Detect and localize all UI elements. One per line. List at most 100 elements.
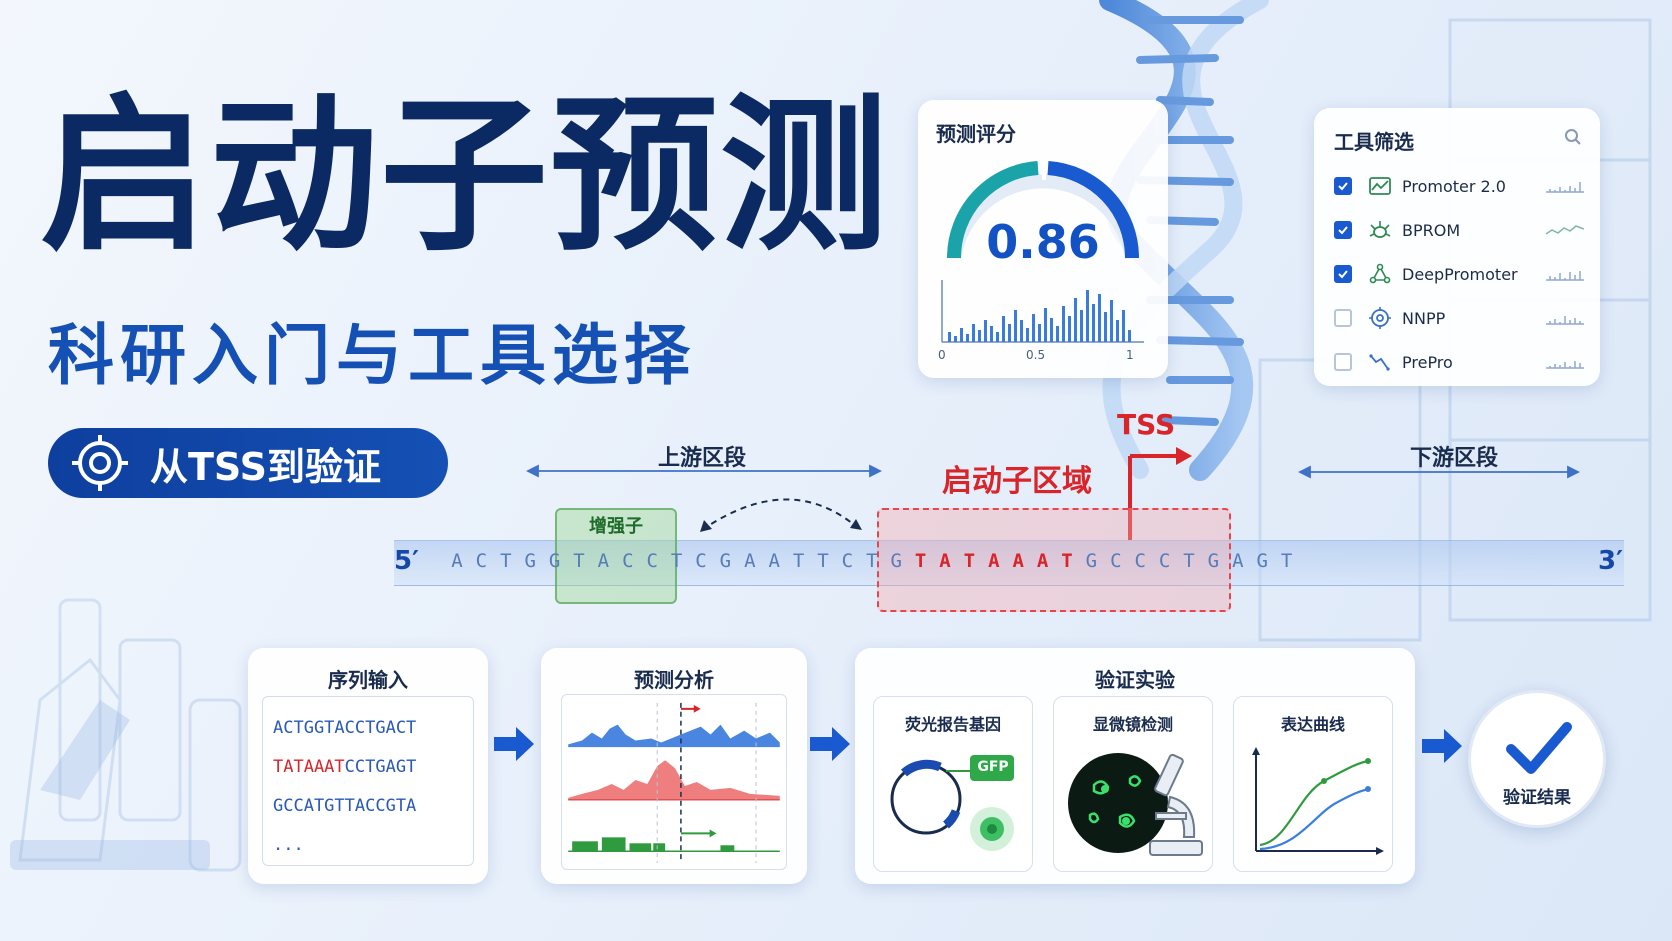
check-icon <box>1338 226 1348 235</box>
seq-line-1: ACTGGTACCTGACT <box>273 718 417 738</box>
score-value: 0.86 <box>986 215 1100 269</box>
tool-item-deeppromoter[interactable]: DeepPromoter <box>1334 252 1584 296</box>
check-icon <box>1338 270 1348 279</box>
expression-curve-chart <box>1252 747 1384 855</box>
sequence-base: T <box>817 550 829 572</box>
tool-item-prepro[interactable]: PrePro <box>1334 340 1584 384</box>
sequence-base: A <box>939 550 951 572</box>
tool-list: Promoter 2.0 BPROM DeepPromoter NNPP Pre… <box>1334 164 1584 384</box>
score-card: 预测评分 0.86 0 0.5 1 <box>918 100 1168 378</box>
sequence-base: G <box>1085 550 1098 572</box>
sequence-base: T <box>963 550 976 572</box>
validation-result-badge: 验证结果 <box>1468 690 1606 828</box>
target-icon <box>72 435 128 491</box>
network-icon <box>1369 263 1391 284</box>
gfp-label: GFP <box>977 759 1009 775</box>
sequence-base: C <box>1134 550 1146 572</box>
tool-filter-card: 工具筛选 Promoter 2.0 BPROM DeepPromoter NNP… <box>1314 108 1600 386</box>
enhancer-region <box>555 508 677 604</box>
upstream-label: 上游区段 <box>658 446 747 471</box>
sequence-input-box: ACTGGTACCTGACT TATAAATCCTGAGT GCCATGTTAC… <box>262 696 474 866</box>
sparkline-icon <box>1546 225 1584 235</box>
tool-checkbox-promoter2[interactable] <box>1334 177 1352 195</box>
sequence-base: G <box>548 550 561 572</box>
sequence-base: A <box>768 550 780 572</box>
sequence-base: T <box>573 550 585 572</box>
tool-item-nnpp[interactable]: NNPP <box>1334 296 1584 340</box>
sequence-base: G <box>524 550 536 572</box>
sequence-base: C <box>695 550 707 572</box>
reporter-gene-card: 荧光报告基因 GFP <box>873 696 1033 872</box>
target-icon <box>1369 307 1391 329</box>
three-prime-label: 3′ <box>1598 546 1623 576</box>
hist-tick-1: 1 <box>1126 348 1134 362</box>
five-prime-label: 5′ <box>394 546 419 576</box>
microscope-card: 显微镜检测 <box>1053 696 1213 872</box>
prediction-card: 预测分析 <box>541 648 807 884</box>
sequence-base: A <box>451 550 463 572</box>
tool-name-prepro: PrePro <box>1402 352 1453 372</box>
sequence-base: G <box>719 550 732 572</box>
seq-line-more: ... <box>273 835 304 855</box>
check-icon <box>1338 182 1348 191</box>
bacteria-icon <box>1369 221 1391 238</box>
score-gauge <box>946 161 1140 260</box>
sequence-base: T <box>1061 550 1073 572</box>
prediction-title: 预测分析 <box>634 668 714 692</box>
prediction-tracks <box>561 694 787 870</box>
microscope-title: 显微镜检测 <box>1092 715 1173 734</box>
tool-checkbox-nnpp[interactable] <box>1334 309 1352 327</box>
sparkline-icon <box>1546 361 1584 369</box>
sequence-base: T <box>1183 550 1195 572</box>
tata-box-text: TATAAAT <box>273 757 345 777</box>
sequence-base: G <box>890 550 902 572</box>
tool-checkbox-prepro[interactable] <box>1334 353 1352 371</box>
validation-card: 验证实验 荧光报告基因 GFP 显微镜检测 <box>855 648 1415 884</box>
tool-item-promoter2[interactable]: Promoter 2.0 <box>1334 164 1584 208</box>
tool-item-bprom[interactable]: BPROM <box>1334 208 1584 252</box>
sequence-base: C <box>475 550 488 572</box>
tss-label: TSS <box>1117 408 1176 441</box>
tool-name-promoter2: Promoter 2.0 <box>1402 176 1506 196</box>
score-card-title: 预测评分 <box>936 122 1016 146</box>
sequence-input-card: 序列输入 ACTGGTACCTGACT TATAAATCCTGAGT GCCAT… <box>248 648 488 884</box>
tool-checkbox-bprom[interactable] <box>1334 221 1352 239</box>
promoter-region <box>877 508 1231 612</box>
sequence-base: C <box>622 550 634 572</box>
sequence-base: C <box>841 550 854 572</box>
sequence-base: T <box>866 550 878 572</box>
hist-tick-05: 0.5 <box>1026 348 1046 362</box>
tool-checkbox-deeppromoter[interactable] <box>1334 265 1352 283</box>
expression-curve-card: 表达曲线 <box>1233 696 1393 872</box>
sequence-base: A <box>597 550 610 572</box>
tool-name-bprom: BPROM <box>1402 220 1461 240</box>
sequence-base: C <box>1158 550 1171 572</box>
enhancer-label: 增强子 <box>589 516 643 537</box>
page-subtitle: 科研入门与工具选择 <box>48 317 696 394</box>
plasmid-icon <box>890 755 1014 851</box>
flow-arrow-icon <box>1422 729 1462 763</box>
sequence-base: T <box>500 550 512 572</box>
sequence-base: C <box>1110 550 1122 572</box>
sequence-base: A <box>1012 550 1024 572</box>
reporter-gene-title: 荧光报告基因 <box>904 715 1001 734</box>
sequence-input-title: 序列输入 <box>328 668 408 692</box>
tss-pill-badge: 从TSS到验证 <box>48 428 448 498</box>
promoter-region-label: 启动子区域 <box>942 464 1092 499</box>
sequence-base: T <box>914 550 927 572</box>
tool-name-nnpp: NNPP <box>1402 308 1446 328</box>
sequence-base: G <box>1256 550 1268 572</box>
seq-line-3: GCCATGTTACCGTA <box>273 796 417 816</box>
search-icon[interactable] <box>1564 128 1582 146</box>
tss-arrow <box>1128 447 1192 540</box>
seq-line-2: TATAAATCCTGAGT <box>273 748 463 787</box>
page-title: 启动子预测 <box>40 78 890 274</box>
flow-arrow-icon <box>810 727 850 761</box>
score-histogram <box>941 280 1144 343</box>
sequence-base: A <box>744 550 756 572</box>
flow-arrow-icon <box>494 727 534 761</box>
sparkline-icon <box>1546 271 1584 281</box>
pill-label: 从TSS到验证 <box>150 444 381 489</box>
sequence-base: T <box>792 550 805 572</box>
wave-icon <box>1369 354 1390 371</box>
